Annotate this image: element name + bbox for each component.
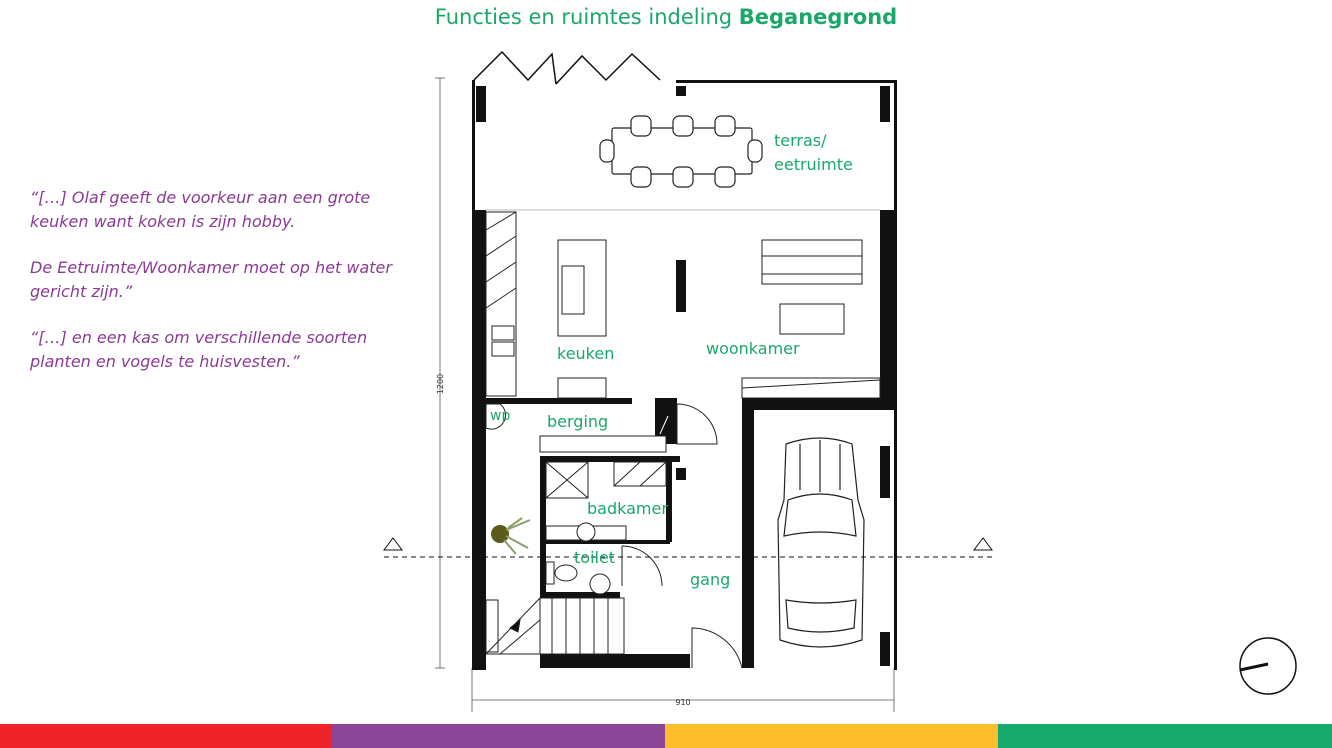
utility-fixtures [485, 403, 718, 453]
walls [472, 80, 897, 670]
toilet-fixtures [545, 545, 663, 595]
title-bold: Beganegrond [738, 5, 898, 29]
bathroom-fixtures [545, 461, 667, 542]
color-bar-yellow [665, 724, 998, 748]
dimension-height: 1200 [436, 374, 445, 394]
folding-doors [473, 50, 661, 85]
color-bar-red [0, 724, 332, 748]
title-normal: Functies en ruimtes indeling [434, 5, 739, 29]
color-bar-green [998, 724, 1332, 748]
label-woonkamer: woonkamer [706, 339, 800, 358]
label-terras: terras/ [774, 131, 827, 150]
north-arrow-icon [1239, 637, 1297, 695]
dimension-width: 910 [675, 698, 690, 707]
color-bar-purple [332, 724, 665, 748]
dining-table [599, 115, 763, 188]
car-icon [777, 437, 865, 648]
label-berging: berging [547, 412, 608, 431]
quote-water: De Eetruimte/Woonkamer moet op het water… [30, 258, 392, 301]
label-eetruimte: eetruimte [774, 155, 853, 174]
kitchen-fixtures [485, 211, 607, 399]
section-line [383, 537, 994, 558]
page-title: Functies en ruimtes indeling Beganegrond [0, 5, 1332, 29]
plant-icon [491, 517, 531, 555]
label-keuken: keuken [557, 344, 614, 363]
label-toilet: toilet [574, 548, 615, 567]
quote-keuken: “[…] Olaf geeft de voorkeur aan een grot… [30, 188, 371, 231]
staircase [485, 597, 625, 655]
label-gang: gang [690, 570, 730, 589]
label-badkamer: badkamer [587, 499, 668, 518]
dimension-lines [435, 77, 895, 712]
front-door [691, 627, 743, 669]
label-wp: wp [490, 408, 510, 424]
sofa-and-table [741, 239, 881, 399]
window-markers [476, 86, 890, 666]
quote-kas: “[…] en een kas om verschillende soorten… [30, 328, 368, 371]
client-quotes: “[…] Olaf geeft de voorkeur aan een grot… [30, 186, 430, 396]
